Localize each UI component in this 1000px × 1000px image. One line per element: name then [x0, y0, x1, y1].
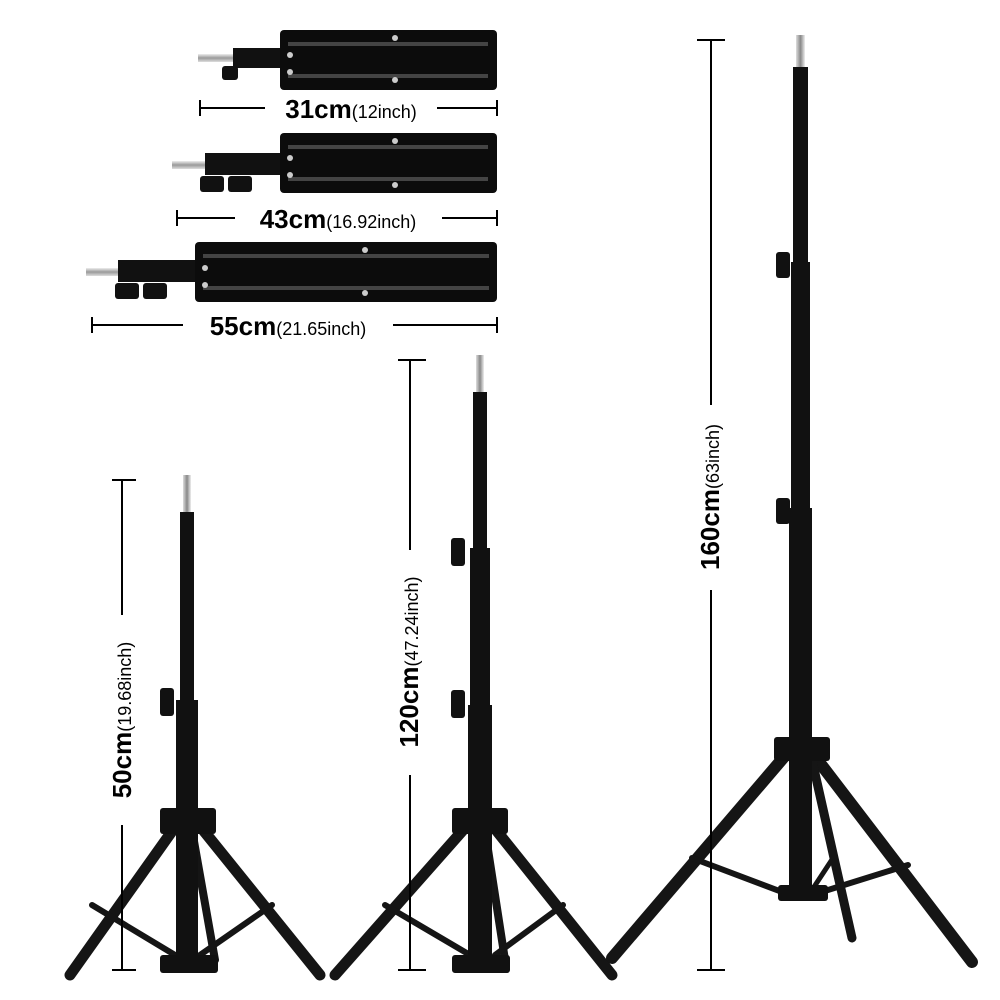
folded-stand-43cm — [172, 133, 497, 193]
svg-text:31cm(12inch): 31cm(12inch) — [285, 94, 417, 124]
svg-text:160cm(63inch): 160cm(63inch) — [695, 424, 725, 570]
tripod-inch-label: (19.68inch) — [115, 642, 135, 732]
dimension-50cm: 50cm(19.68inch) — [107, 479, 137, 971]
folded-inch-label: (16.92inch) — [326, 212, 416, 232]
dimension-55cm: 55cm(21.65inch) — [91, 311, 498, 341]
tripod-50cm — [64, 475, 326, 981]
tripod-size-label: 120cm — [394, 667, 424, 748]
folded-stand-31cm — [198, 30, 497, 90]
tripod-inch-label: (63inch) — [703, 424, 723, 489]
svg-text:55cm(21.65inch): 55cm(21.65inch) — [210, 311, 367, 341]
svg-text:50cm(19.68inch): 50cm(19.68inch) — [107, 642, 137, 799]
tripod-size-label: 160cm — [695, 489, 725, 570]
dimension-43cm: 43cm(16.92inch) — [176, 204, 498, 234]
folded-inch-label: (12inch) — [352, 102, 417, 122]
folded-size-label: 31cm — [285, 94, 352, 124]
tripod-160cm — [606, 35, 978, 968]
dimension-160cm: 160cm(63inch) — [695, 39, 725, 971]
folded-stand-55cm — [86, 242, 497, 302]
tripod-120cm — [329, 355, 618, 981]
svg-text:120cm(47.24inch): 120cm(47.24inch) — [394, 576, 424, 747]
tripod-inch-label: (47.24inch) — [402, 576, 422, 666]
folded-size-label: 43cm — [260, 204, 327, 234]
svg-text:43cm(16.92inch): 43cm(16.92inch) — [260, 204, 417, 234]
folded-size-label: 55cm — [210, 311, 277, 341]
tripod-size-label: 50cm — [107, 732, 137, 799]
dimension-31cm: 31cm(12inch) — [199, 94, 498, 124]
folded-inch-label: (21.65inch) — [276, 319, 366, 339]
dimension-120cm: 120cm(47.24inch) — [394, 359, 426, 971]
